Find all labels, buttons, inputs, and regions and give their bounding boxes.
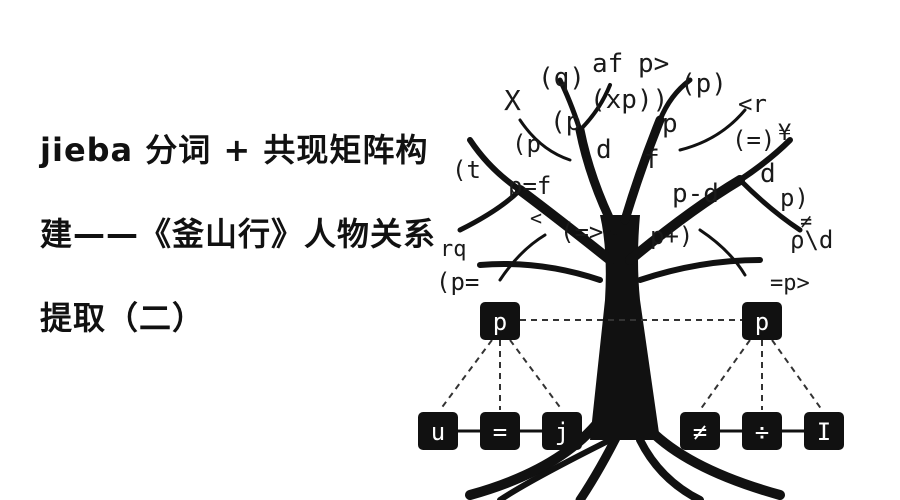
tree-symbol: ρ\d: [790, 226, 833, 254]
graph-edges: [439, 319, 823, 411]
tree-symbol: (=): [732, 126, 775, 154]
tree-symbol: (p=: [436, 268, 479, 296]
tree-symbol: (=>: [560, 218, 603, 246]
tree-symbol: d: [760, 159, 776, 189]
tree-symbol: <r: [738, 90, 767, 118]
tree-symbol: p): [780, 184, 809, 212]
tree-symbol: af: [592, 49, 623, 79]
tree-symbol: (xp)): [590, 85, 668, 115]
node-label: p: [755, 308, 769, 336]
tree-symbol: (p): [680, 69, 727, 99]
tree-symbol: rq: [440, 237, 467, 262]
leaf-label: =: [493, 418, 507, 446]
right-leaf-row: ≠ ÷ I: [680, 412, 844, 450]
tree-symbol: p: [662, 109, 678, 139]
tree-symbol: (t: [452, 156, 481, 184]
tree-symbol: (q): [538, 63, 585, 93]
title-line-2: 建——《釜山行》人物关系: [40, 215, 437, 253]
page-title: jieba 分词 + 共现矩阵构 建——《釜山行》人物关系 提取（二）: [40, 108, 560, 360]
title-line-3: 提取（二）: [40, 299, 206, 337]
leaf-label: I: [817, 418, 831, 446]
tree-branches: [457, 77, 803, 283]
leaf-label: u: [431, 418, 445, 446]
leaf-label: ÷: [755, 418, 769, 446]
leaf-label: ≠: [693, 418, 707, 446]
title-line-1: jieba 分词 + 共现矩阵构: [40, 131, 429, 169]
node-label: p: [493, 308, 507, 336]
tree-symbol: p+): [650, 222, 693, 250]
tree-symbol: X: [504, 84, 521, 117]
top-node-left: p: [480, 302, 520, 340]
tree-trunk: [590, 215, 660, 440]
top-node-right: p: [742, 302, 782, 340]
tree-symbol: p>: [638, 49, 669, 79]
tree-symbol: p-d: [672, 179, 719, 209]
left-leaf-row: u = j: [418, 412, 582, 450]
tree-symbol: f: [644, 145, 660, 175]
tree-symbols: (q) af p> (p) X (xp)) (p <r p (p d f (=)…: [436, 49, 833, 296]
leaf-label: j: [555, 418, 569, 446]
tree-symbol: p=f: [508, 172, 551, 200]
tree-symbol: d: [596, 135, 612, 165]
tree-symbol: ≠: [800, 209, 812, 233]
tree-symbol: ¥: [778, 121, 791, 146]
tree-symbol: (p: [512, 130, 541, 158]
tree-symbol: <: [530, 206, 542, 230]
tree-symbol: =p>: [770, 271, 810, 296]
tree-symbol: (p: [550, 107, 581, 137]
